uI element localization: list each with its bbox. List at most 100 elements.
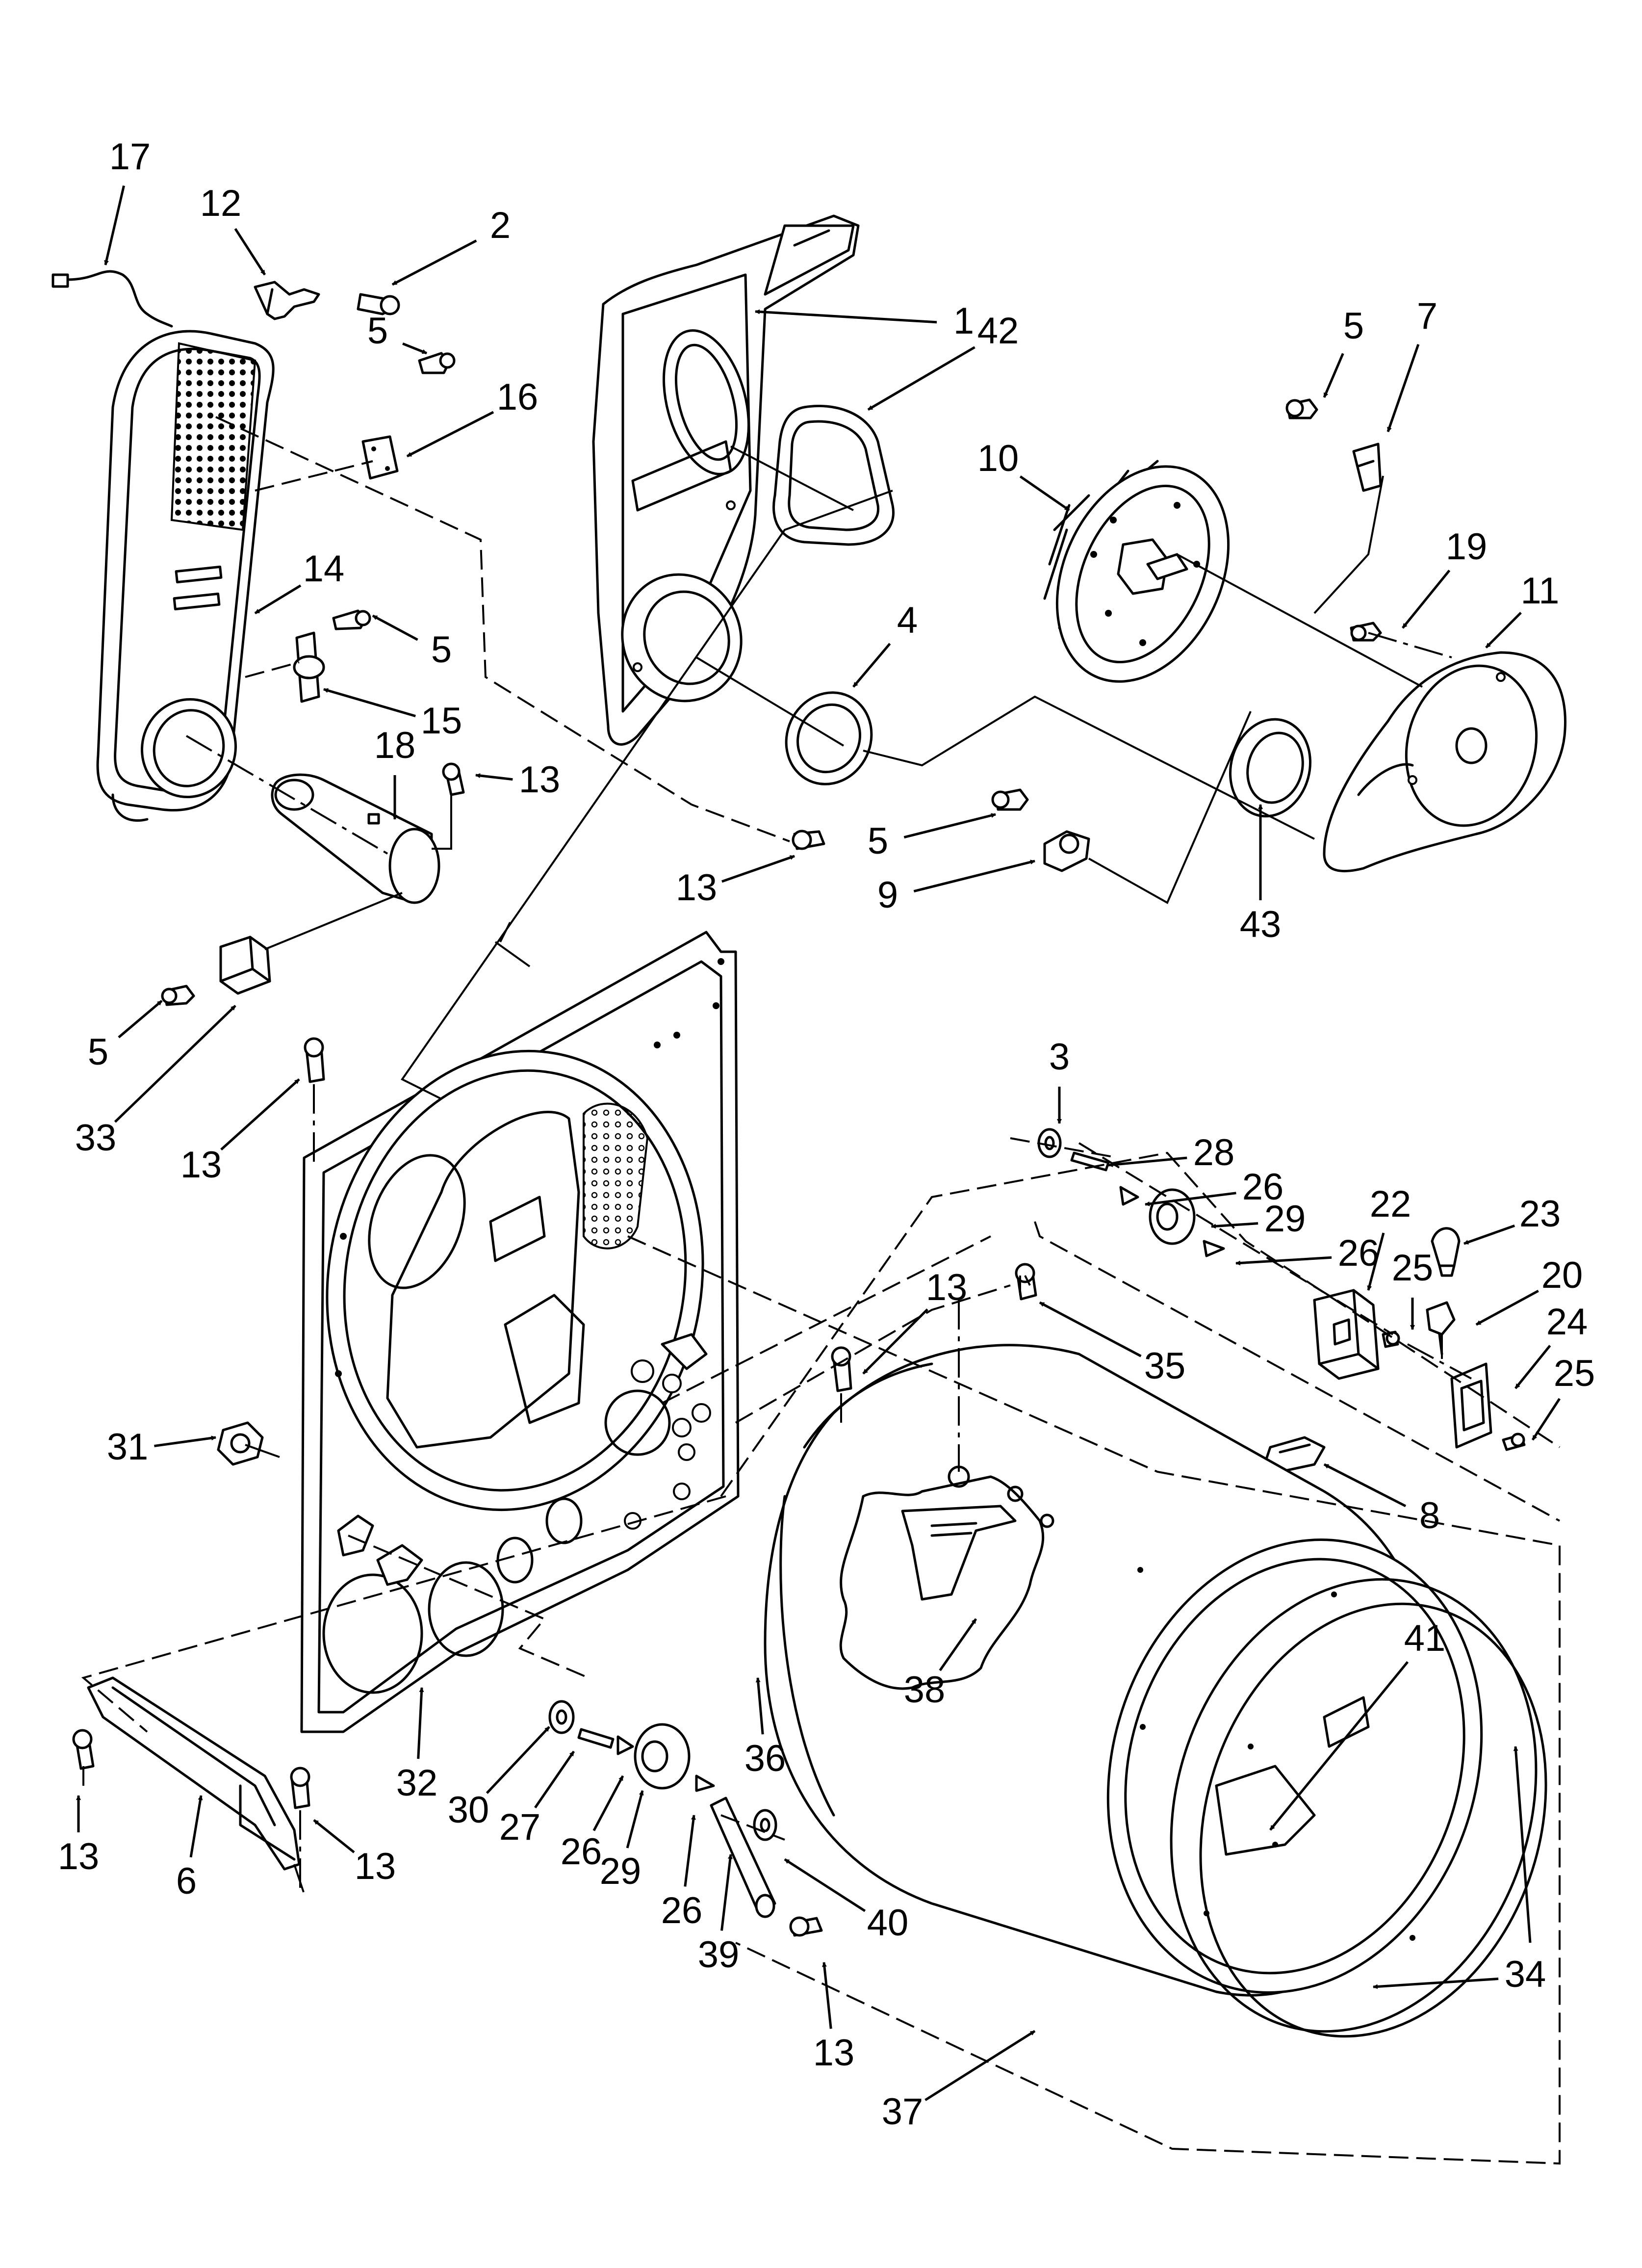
gasket-part-42 [772,405,895,546]
drum-seal-part-34 [1106,1538,1547,2038]
assembly-lines [81,416,1561,2165]
callout-leader-c28 [1108,1156,1187,1168]
callout-label-c11: 11 [1521,570,1560,612]
bracket-part-33 [219,936,271,995]
callout-leader-c10 [1019,475,1070,512]
thermostat-part-15 [293,631,325,703]
callout-label-c14: 14 [303,548,345,590]
callout-label-c34: 34 [1505,1954,1546,1995]
callout-label-c36: 36 [744,1738,786,1779]
callout-leader-c5d [1323,353,1344,398]
callout-c7: 7 [1386,295,1437,432]
callout-leader-c17 [104,185,125,265]
callout-leader-c13d [862,1308,928,1375]
callout-label-c35: 35 [1144,1345,1186,1387]
washer-part-30 [548,1700,575,1734]
screw-part-13-d [831,1346,852,1392]
callout-c33: 33 [75,1005,236,1159]
callout-c25b: 25 [1531,1353,1595,1441]
shaft-part-27 [577,1728,615,1749]
callout-label-c5e: 5 [88,1031,108,1073]
callout-c13c: 13 [180,1078,300,1186]
callout-label-c2: 2 [490,205,511,246]
callout-c20: 20 [1475,1254,1583,1326]
callout-label-c10: 10 [977,438,1019,479]
clip-part-7 [1352,443,1382,492]
callout-c26a: 26 [1145,1166,1283,1208]
callout-label-c13f: 13 [355,1846,396,1887]
callout-label-c19: 19 [1446,526,1488,568]
callout-c29b: 29 [600,1790,644,1892]
callout-c9: 9 [877,860,1035,916]
callout-leader-c26c [592,1775,624,1831]
screw-part-2 [357,293,400,315]
clip-part-26-a [1119,1186,1139,1206]
callout-leader-c4 [852,643,891,688]
callout-label-c26b: 26 [1338,1232,1380,1274]
callout-leader-c29a [1211,1222,1258,1229]
callout-label-c13g: 13 [813,2032,855,2074]
callout-label-c13a: 13 [519,759,561,801]
callout-c13g: 13 [813,1962,855,2074]
callout-label-c7: 7 [1417,295,1437,337]
screw-part-13-f [72,1729,95,1770]
screw-part-25-b [1502,1433,1526,1451]
socket-part-20 [1426,1301,1456,1356]
callout-label-c28: 28 [1193,1132,1235,1173]
callout-leader-c16 [406,411,494,458]
callout-c30: 30 [448,1726,550,1831]
callout-c38: 38 [904,1618,977,1711]
callout-leader-c24 [1514,1345,1551,1389]
callout-c25a: 25 [1392,1247,1433,1330]
roller-part-29-a [1149,1188,1196,1245]
callout-c35: 35 [1039,1301,1186,1387]
exhaust-duct-part-18 [271,773,440,904]
callout-leader-c13c [220,1078,300,1151]
callout-leader-c15 [323,688,416,717]
callout-c29a: 29 [1211,1198,1306,1240]
callout-label-c43: 43 [1240,904,1282,945]
callout-c13e: 13 [58,1795,99,1877]
front-shield-part-14 [96,330,275,822]
callout-leader-c5e [118,1000,163,1039]
callout-c40: 40 [784,1858,908,1944]
callout-leader-c40 [784,1858,866,1912]
callout-leader-c37 [924,2030,1036,2101]
callout-label-c39: 39 [698,1934,740,1976]
callout-label-c26c: 26 [561,1831,602,1873]
callout-leader-c23 [1463,1225,1515,1245]
callout-label-c20: 20 [1541,1254,1583,1296]
callout-leader-c31 [154,1435,216,1447]
callout-leader-c2 [391,239,477,286]
callout-c26c: 26 [561,1775,624,1873]
callout-c23: 23 [1463,1193,1561,1245]
callout-c3: 3 [1049,1036,1070,1124]
callout-c26b: 26 [1235,1232,1380,1274]
callout-leader-c29b [626,1790,644,1849]
callout-c5b: 5 [372,614,452,671]
callout-leader-c11 [1485,612,1522,649]
callout-label-c13b: 13 [676,867,718,909]
callout-label-c37: 37 [882,2091,924,2133]
screw-part-5-c [161,985,195,1006]
callout-leader-c25b [1531,1398,1561,1441]
callout-c6: 6 [176,1795,203,1902]
callout-c27: 27 [499,1750,575,1848]
callout-c8: 8 [1323,1463,1440,1537]
callout-leader-c27 [534,1750,575,1809]
bulb-part-23 [1431,1227,1461,1277]
callout-leader-c13a [475,773,513,781]
roller-shaft-part-39 [710,1797,776,1918]
callout-label-c3: 3 [1049,1036,1070,1078]
bulkhead-panel-part-32 [300,931,740,1733]
callout-leader-c8 [1323,1463,1407,1508]
callout-leader-c38 [939,1618,977,1671]
clip-part-26-b [1203,1240,1225,1257]
callout-label-c8: 8 [1419,1495,1440,1537]
callout-c18: 18 [374,725,415,820]
callout-c14: 14 [254,548,345,615]
callout-label-c12: 12 [200,182,242,224]
callout-c10: 10 [977,438,1070,512]
callout-label-c38: 38 [904,1669,946,1711]
screw-part-13-g [290,1767,310,1809]
